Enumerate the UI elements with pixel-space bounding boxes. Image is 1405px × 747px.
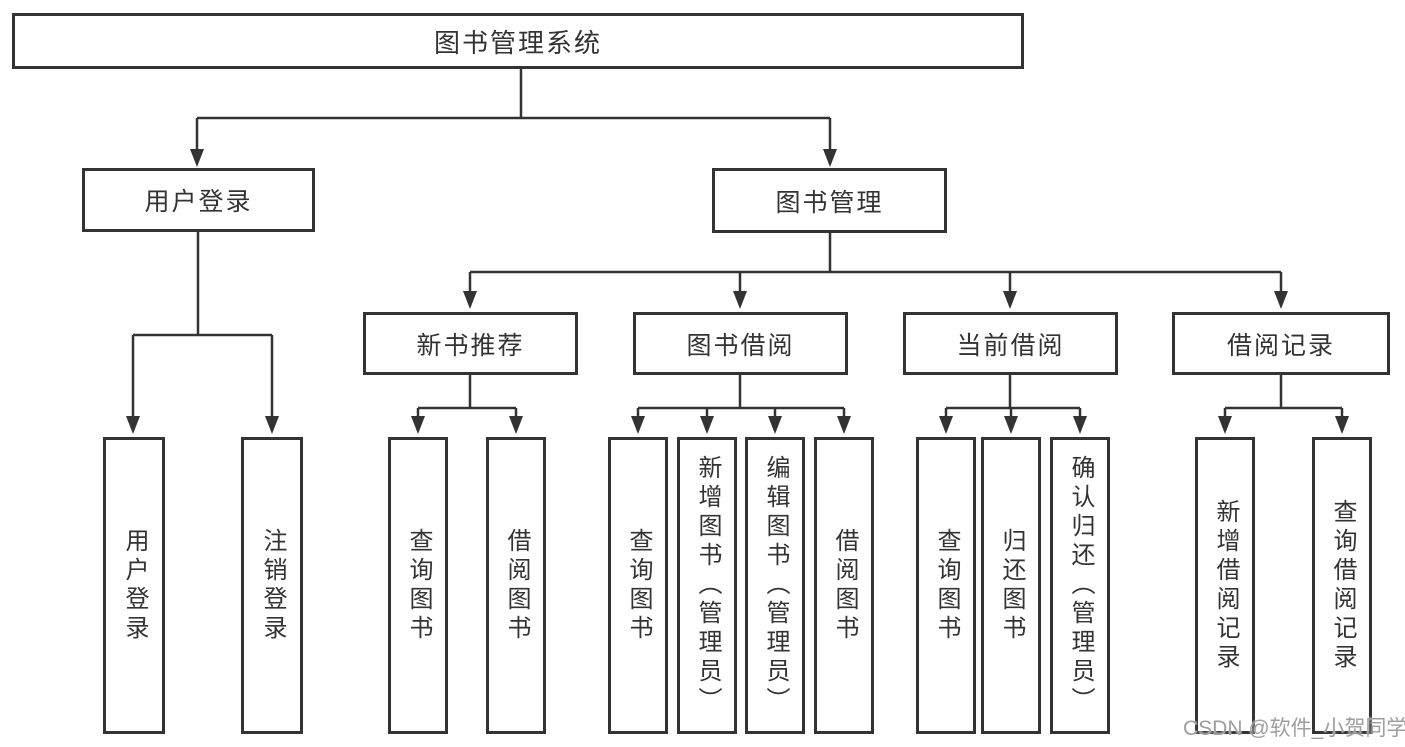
- node-label: 图书管理: [775, 188, 884, 217]
- leaf-label: 查询图书: [933, 527, 960, 644]
- leaf-label: 注销登录: [259, 527, 286, 644]
- leaf-query-borrow-record: 查询借阅记录: [1312, 437, 1372, 734]
- leaf-label: 查询图书: [405, 527, 432, 644]
- leaf-logout: 注销登录: [241, 437, 303, 734]
- leaf-return-books: 归还图书: [981, 437, 1041, 734]
- leaf-label: 归还图书: [998, 527, 1025, 644]
- leaf-query-books-borrow: 查询图书: [608, 437, 668, 734]
- leaf-label: 确认归还（管理员）: [1067, 455, 1094, 716]
- leaf-query-books-current: 查询图书: [916, 437, 976, 734]
- node-user-login-branch: 用户登录: [82, 168, 315, 232]
- leaf-borrow-books: 借阅图书: [814, 437, 874, 734]
- node-root-label: 图书管理系统: [433, 27, 602, 58]
- leaf-edit-books-admin: 编辑图书（管理员）: [745, 437, 805, 734]
- leaf-label: 用户登录: [121, 527, 148, 644]
- leaf-label: 借阅图书: [503, 527, 530, 644]
- node-label: 借阅记录: [1226, 331, 1335, 360]
- node-label: 图书借阅: [686, 331, 795, 360]
- leaf-user-login: 用户登录: [103, 437, 165, 734]
- leaf-query-books-recommend: 查询图书: [388, 437, 448, 734]
- leaf-label: 编辑图书（管理员）: [762, 455, 789, 716]
- node-borrow-records: 借阅记录: [1172, 312, 1390, 375]
- node-root: 图书管理系统: [12, 13, 1024, 69]
- node-label: 当前借阅: [956, 331, 1065, 360]
- csdn-watermark: CSDN @软件_小贺同学: [1183, 717, 1405, 740]
- leaf-add-borrow-record: 新增借阅记录: [1195, 437, 1255, 734]
- node-book-management: 图书管理: [712, 168, 947, 233]
- leaf-add-books-admin: 新增图书（管理员）: [677, 437, 737, 734]
- leaf-label: 查询图书: [625, 527, 652, 644]
- node-label: 新书推荐: [416, 331, 525, 360]
- node-book-borrow: 图书借阅: [633, 312, 848, 375]
- node-current-borrow: 当前借阅: [903, 312, 1118, 375]
- node-label: 用户登录: [144, 188, 253, 216]
- node-new-book-recommend: 新书推荐: [363, 312, 578, 375]
- leaf-label: 查询借阅记录: [1329, 498, 1356, 673]
- leaf-label: 新增借阅记录: [1212, 498, 1239, 673]
- leaf-label: 借阅图书: [831, 527, 858, 644]
- leaf-borrow-books-recommend: 借阅图书: [486, 437, 546, 734]
- leaf-confirm-return-admin: 确认归还（管理员）: [1050, 437, 1110, 734]
- leaf-label: 新增图书（管理员）: [694, 455, 721, 716]
